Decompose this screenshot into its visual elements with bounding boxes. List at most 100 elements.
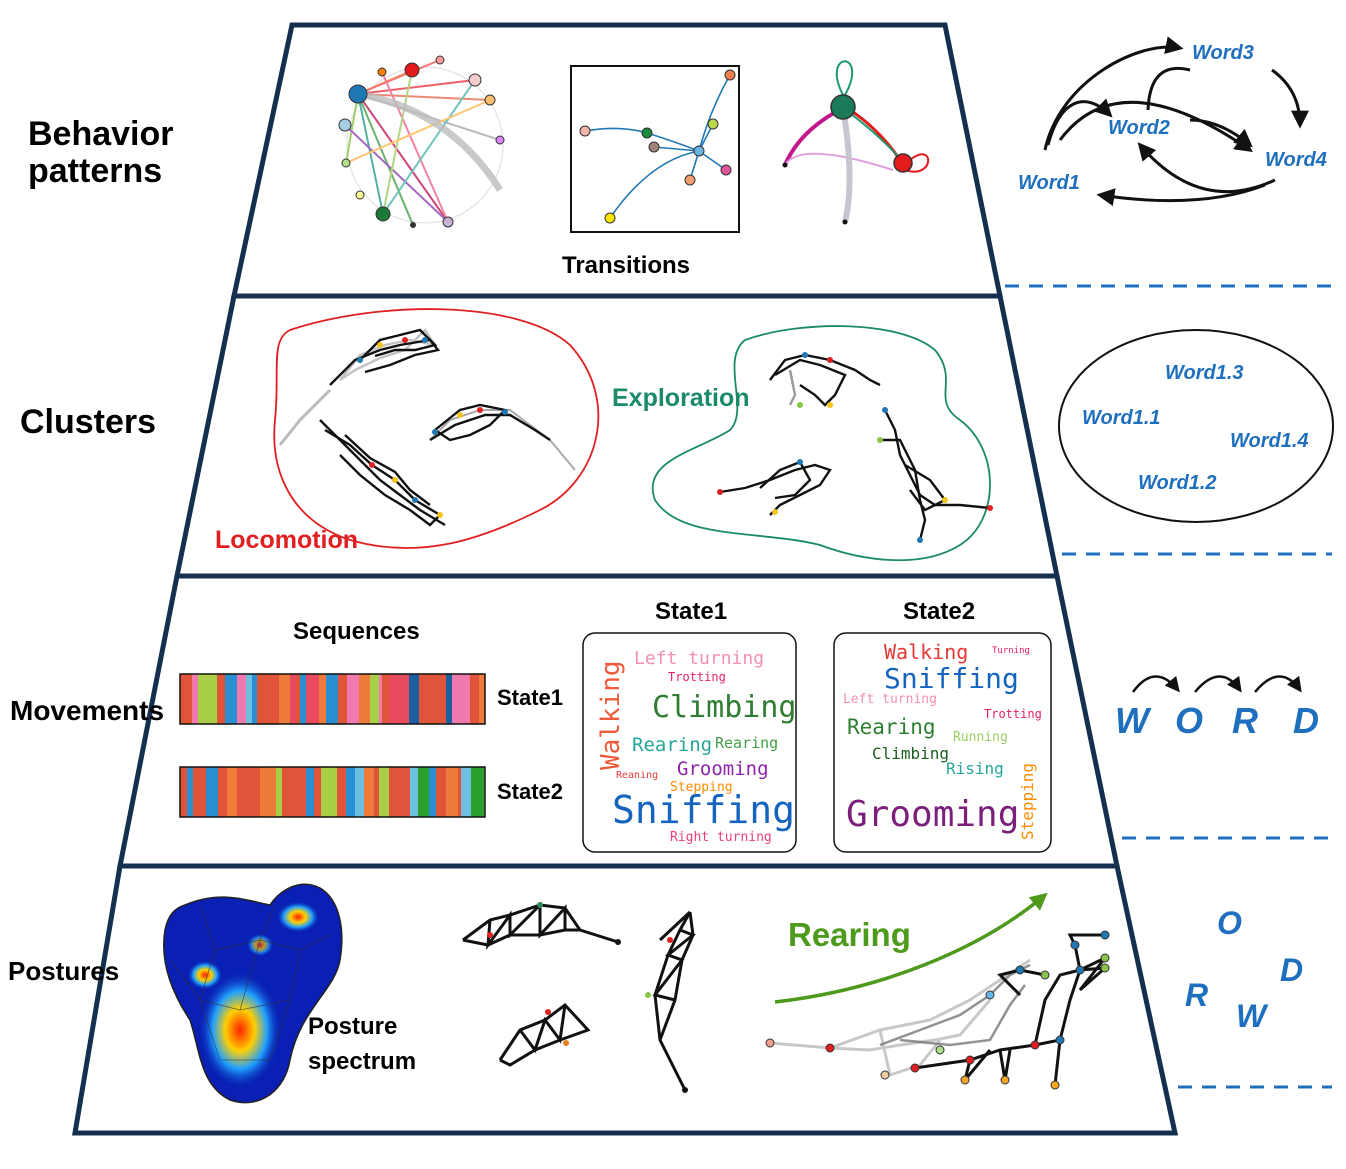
cloud2-rising: Rising (946, 759, 1004, 778)
sequence-stripe (401, 767, 410, 817)
sequence-stripe (260, 767, 273, 817)
cloud1-stepping: Stepping (670, 780, 733, 795)
cloud2-trotting: Trotting (984, 707, 1042, 721)
exploration-label: Exploration (612, 384, 750, 412)
sequence-stripe (470, 674, 479, 724)
cloud2-grooming: Grooming (846, 794, 1020, 835)
level-label-clusters: Clusters (20, 403, 157, 441)
sequence-stripe (471, 767, 484, 817)
sequence-stripe (460, 674, 470, 724)
level-label-postures: Postures (8, 956, 120, 986)
sequence-stripe (296, 674, 300, 724)
cloud2-stepping: Stepping (1018, 762, 1037, 840)
exploration-joints (717, 352, 993, 543)
sequence-stripe (359, 674, 370, 724)
locomotion-skeletons (278, 328, 576, 527)
sequence-stripe (206, 767, 218, 817)
exploration-boundary (651, 325, 991, 562)
level-separators (1005, 284, 1332, 1089)
cloud1-left-turning: Left turning (634, 648, 765, 669)
sequence-stripe (262, 674, 266, 724)
sequence-state1-label: State1 (497, 685, 564, 710)
rearing-label: Rearing (788, 916, 911, 953)
sequence-stripe (282, 767, 293, 817)
sequence-stripe (224, 767, 227, 817)
sequence-stripe (392, 767, 401, 817)
sequence-stripe (246, 674, 252, 724)
sequence-stripe (225, 674, 237, 724)
sequence-stripe (321, 767, 332, 817)
sequence-stripe (409, 674, 419, 724)
word1-2-label: Word1.2 (1138, 472, 1217, 494)
sequence-stripe (306, 767, 314, 817)
locomotion-boundary (273, 308, 600, 549)
level-label-movements: Movements (10, 695, 165, 726)
locomotion-label: Locomotion (215, 526, 359, 554)
sequence-bar-state1 (180, 674, 485, 724)
sequence-stripe (252, 674, 257, 724)
state2-cloud-box (833, 632, 1052, 853)
sequence-stripe (180, 674, 192, 724)
sequence-stripe (389, 767, 392, 817)
cloud1-rearing-large: Rearing (632, 734, 713, 756)
sequence-stripe (198, 674, 209, 724)
word1-4-label: Word1.4 (1230, 430, 1309, 452)
word4-label: Word4 (1265, 149, 1327, 171)
sequence-stripe (429, 767, 436, 817)
sequence-stripe (436, 767, 446, 817)
sequence-stripe (338, 674, 347, 724)
cloud2-running: Running (953, 730, 1008, 745)
state1-title: State1 (655, 598, 728, 625)
sequence-stripe (446, 767, 458, 817)
sequence-stripe (379, 674, 382, 724)
letter-o: O (1175, 700, 1204, 741)
level-label-behavior: Behavior patterns (28, 115, 174, 191)
sequence-stripe (276, 767, 282, 817)
scattered-letter-o: O (1217, 905, 1242, 941)
posture-joints (487, 902, 688, 1093)
cloud1-right-turning: Right turning (670, 830, 772, 845)
word2-label: Word2 (1108, 117, 1170, 139)
sequence-stripe (180, 767, 187, 817)
posture-spectrum-label: Posture spectrum (308, 1013, 417, 1075)
sequence-stripe (187, 767, 193, 817)
sequence-stripe (479, 674, 485, 724)
sequence-stripe (209, 674, 217, 724)
cloud1-grooming: Grooming (677, 758, 769, 780)
word1-3-label: Word1.3 (1165, 362, 1244, 384)
letter-r: R (1232, 700, 1258, 741)
sequence-stripe (332, 767, 337, 817)
sequence-stripe (290, 674, 296, 724)
word-chain-arrows (1131, 675, 1302, 693)
sequence-stripe (428, 674, 435, 724)
cloud2-sniffing: Sniffing (884, 662, 1019, 695)
sequence-stripe (306, 674, 319, 724)
sequence-stripe (402, 674, 409, 724)
sequence-stripe (273, 767, 276, 817)
sequence-stripe (346, 767, 355, 817)
transitions-label: Transitions (562, 252, 691, 279)
sequence-stripe (217, 674, 225, 724)
sequence-stripe (419, 674, 425, 724)
sequence-stripe (266, 674, 279, 724)
cloud2-left-turning: Left turning (843, 692, 937, 707)
state2-title: State2 (903, 598, 976, 625)
sequence-stripe (389, 674, 402, 724)
exploration-skeletons (719, 353, 991, 541)
sequence-stripe (301, 767, 306, 817)
cloud1-trotting: Trotting (668, 670, 726, 684)
word1-1-label: Word1.1 (1082, 407, 1161, 429)
sequence-stripe (446, 674, 452, 724)
sequence-stripe (458, 767, 461, 817)
word3-label: Word3 (1192, 42, 1254, 64)
state1-cloud-box (582, 632, 797, 853)
sequence-stripe (382, 674, 389, 724)
circular-transition-network (338, 55, 505, 228)
sequence-stripe (279, 674, 290, 724)
sequence-state2-label: State2 (497, 779, 564, 804)
cloud1-climbing: Climbing (652, 690, 797, 725)
scattered-letter-w: W (1236, 998, 1267, 1034)
cloud2-climbing: Climbing (872, 744, 950, 763)
